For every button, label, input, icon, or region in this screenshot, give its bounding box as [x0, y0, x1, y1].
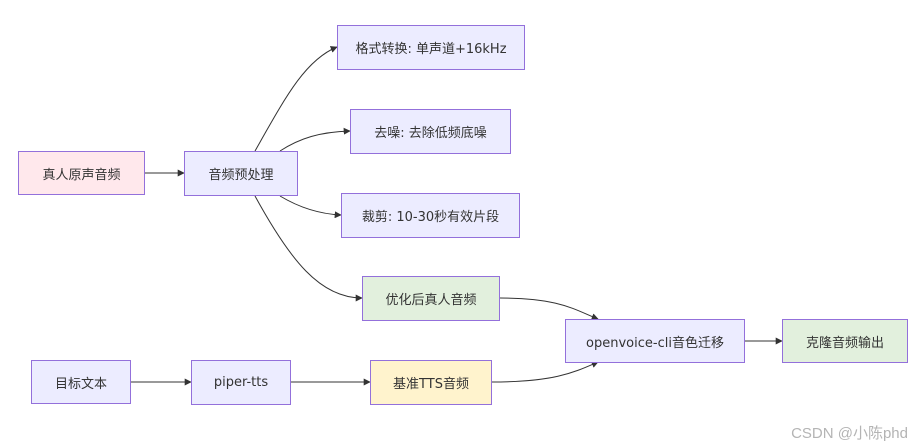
node-source-audio: 真人原声音频 [18, 151, 145, 195]
node-optimized-audio: 优化后真人音频 [362, 276, 500, 321]
node-piper-tts: piper-tts [191, 360, 291, 405]
node-format-convert: 格式转换: 单声道+16kHz [337, 25, 525, 70]
node-clone-output: 克隆音频输出 [782, 319, 908, 363]
node-openvoice: openvoice-cli音色迁移 [565, 319, 745, 363]
edge-basetts-to-openvoice [491, 361, 599, 383]
edge-preprocess-to-optimized [254, 195, 363, 302]
node-denoise: 去噪: 去除低频底噪 [350, 109, 511, 154]
node-target-text: 目标文本 [31, 360, 131, 404]
node-trim: 裁剪: 10-30秒有效片段 [341, 193, 520, 238]
edge-optimized-to-openvoice [499, 297, 599, 320]
watermark: CSDN @小陈phd [791, 425, 908, 442]
edge-preprocess-to-denoise [279, 127, 351, 152]
edge-preprocess-to-trim [279, 195, 342, 219]
edge-preprocess-to-format [254, 46, 338, 152]
node-preprocess: 音频预处理 [184, 151, 298, 196]
node-base-tts: 基准TTS音频 [370, 360, 492, 405]
